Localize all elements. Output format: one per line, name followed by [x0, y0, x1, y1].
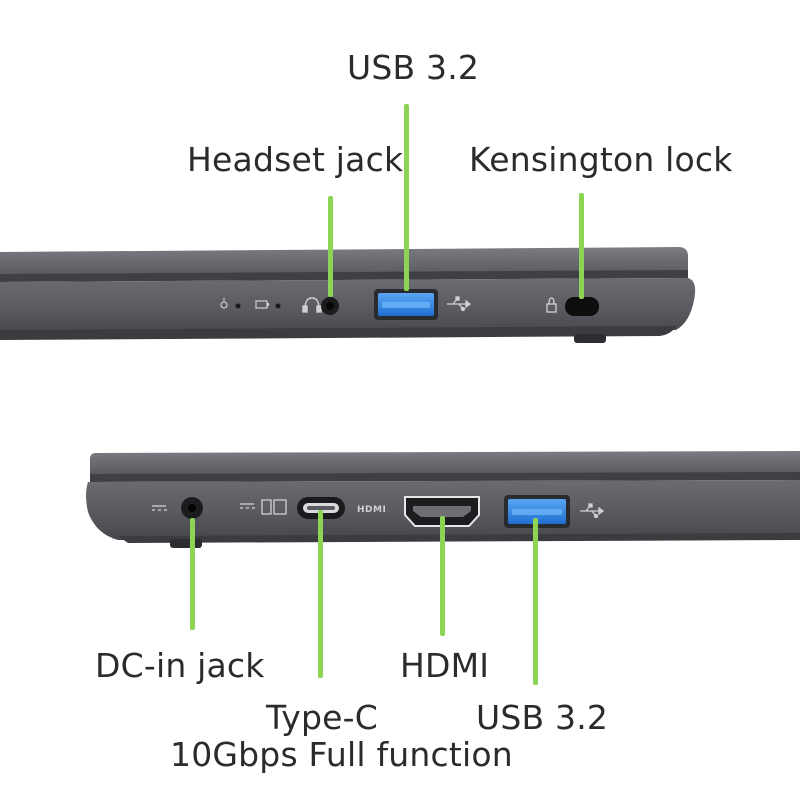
lid-top-edge [0, 247, 688, 278]
leader-line-usb-bottom [533, 518, 538, 685]
lock-symbol-icon [546, 297, 557, 313]
usb-symbol-icon [447, 296, 472, 312]
rubber-foot [574, 334, 606, 343]
label-hdmi: HDMI [400, 646, 490, 685]
battery-led [275, 303, 281, 309]
leader-line-usb-top [404, 104, 409, 291]
base-bottom-edge [0, 326, 676, 340]
thunder-symbol-icon [240, 499, 287, 515]
kensington-slot [565, 297, 599, 316]
label-usb-top: USB 3.2 [347, 48, 480, 87]
label-usb-bottom: USB 3.2 [476, 698, 609, 737]
lid-top-edge-left [90, 451, 800, 477]
power-led [235, 303, 241, 309]
leader-line-hdmi [440, 516, 445, 636]
power-led-icon [220, 298, 228, 309]
battery-led-icon [255, 300, 269, 309]
leader-line-type-c [318, 510, 323, 678]
hdmi-logo-icon: HDMI [357, 505, 386, 515]
dc-symbol-icon [152, 505, 167, 511]
label-type-c: Type-C [266, 698, 378, 737]
rubber-foot-left [170, 539, 202, 548]
base-body [0, 278, 696, 336]
leader-line-kensington [579, 193, 584, 299]
leader-line-dc-in [190, 518, 195, 630]
usb-symbol-icon [580, 503, 605, 519]
left-side-view: HDMI [86, 451, 800, 548]
label-kensington-lock: Kensington lock [469, 140, 733, 179]
label-headset-jack: Headset jack [187, 140, 404, 179]
label-dc-in-jack: DC-in jack [95, 646, 265, 685]
leader-line-headset [328, 196, 333, 297]
right-side-view [0, 247, 696, 343]
headset-icon [302, 297, 322, 313]
label-type-c-spec: 10Gbps Full function [170, 735, 513, 774]
